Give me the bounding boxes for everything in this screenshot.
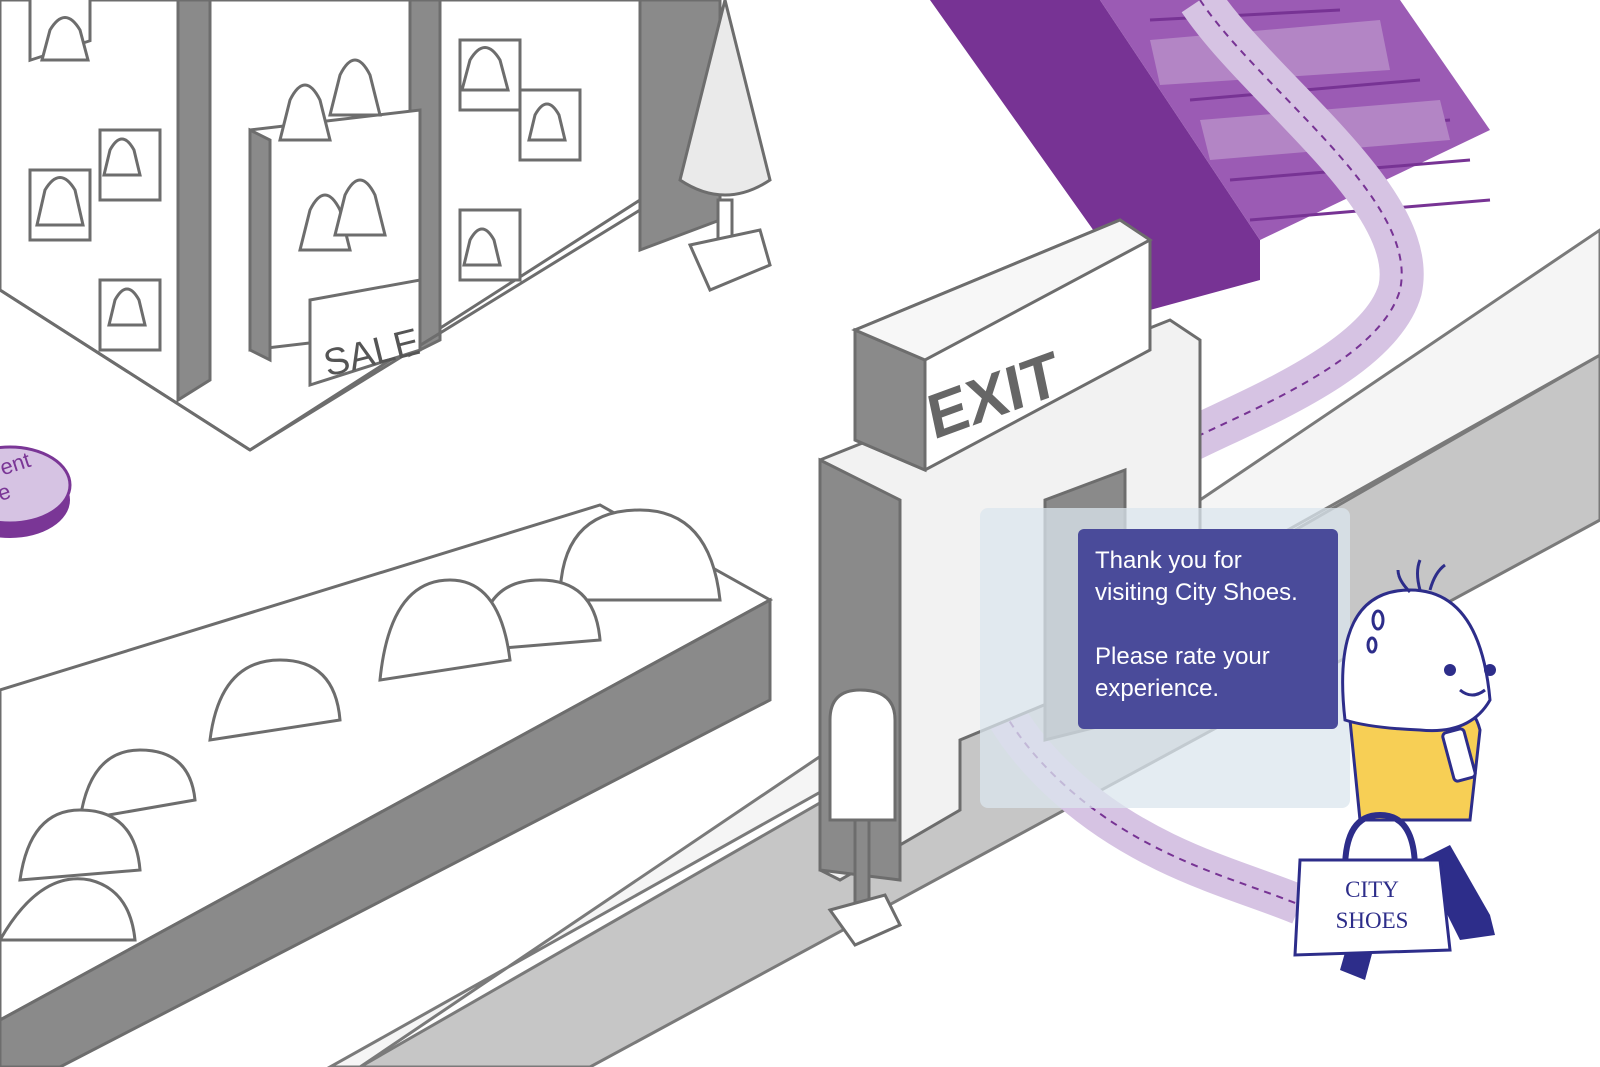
thank-you-notification: Thank you for visiting City Shoes. Pleas… [1078,529,1338,729]
notification-rate-prompt: Please rate your experience. [1095,643,1270,702]
bollard [827,688,903,947]
bag-brand-text-line2: SHOES [1336,908,1409,933]
partial-round-sign [0,445,72,538]
character [1293,559,1496,980]
potted-tree [678,0,772,292]
notification-thanks-text: Thank you for visiting City Shoes. [1095,547,1298,606]
bag-brand-text-line1: CITY [1345,877,1399,902]
hedge-planter [0,503,774,1067]
